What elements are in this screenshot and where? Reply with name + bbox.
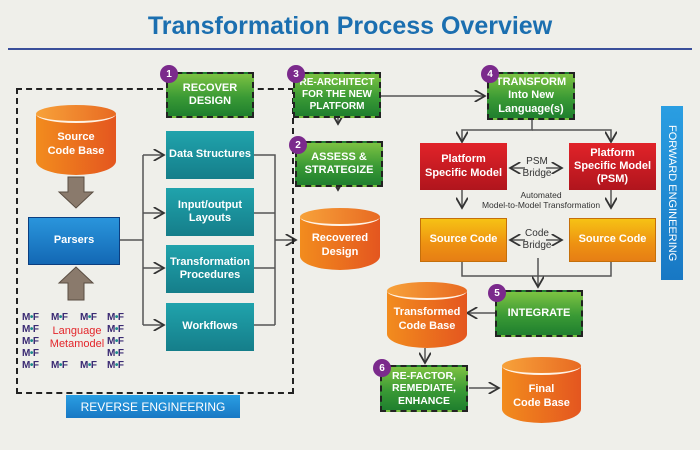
artifact-data-structures: Data Structures xyxy=(166,131,254,179)
step-refactor: RE-FACTOR, REMEDIATE, ENHANCE xyxy=(380,365,468,412)
parsers-to-artifacts xyxy=(120,155,144,325)
step-2-badge: 2 xyxy=(289,136,307,154)
step-assess-strategize: ASSESS & STRATEGIZE xyxy=(295,141,383,187)
reverse-engineering-label: REVERSE ENGINEERING xyxy=(66,395,240,418)
parsers-box: Parsers xyxy=(28,217,120,265)
artifact-input-output-layouts: Input/output Layouts xyxy=(166,188,254,236)
language-metamodel: M•F M•F M•F M•F M•F M•F M•F M•F M•F M•F … xyxy=(22,312,124,371)
forward-engineering-label: FORWARD ENGINEERING xyxy=(661,106,683,280)
psm-right: Platform Specific Model (PSM) xyxy=(569,143,656,190)
automated-transformation-note: Automated Model-to-Model Transformation xyxy=(481,190,601,211)
reverse-engineering-region xyxy=(16,88,294,394)
step-transform: TRANSFORM Into New Language(s) xyxy=(487,72,575,120)
step-5-badge: 5 xyxy=(488,284,506,302)
step-recover-design: RECOVER DESIGN xyxy=(166,72,254,118)
final-code-base: Final Code Base xyxy=(502,357,581,423)
step-3-badge: 3 xyxy=(287,65,305,83)
artifact-transformation-procedures: Transformation Procedures xyxy=(166,245,254,293)
step-6-badge: 6 xyxy=(373,359,391,377)
transformed-code-base: Transformed Code Base xyxy=(387,282,467,348)
source-code-right: Source Code xyxy=(569,218,656,262)
source-code-base: Source Code Base xyxy=(36,105,116,175)
psm-bridge-label: PSM Bridge xyxy=(522,156,552,179)
step-1-badge: 1 xyxy=(160,65,178,83)
step-integrate: INTEGRATE xyxy=(495,290,583,337)
recovered-design: Recovered Design xyxy=(300,208,380,270)
title-divider xyxy=(8,48,692,50)
artifact-workflows: Workflows xyxy=(166,303,254,351)
code-bridge-label: Code Bridge xyxy=(522,228,552,251)
step-4-badge: 4 xyxy=(481,65,499,83)
language-metamodel-label: Language Metamodel xyxy=(49,325,105,351)
page-title: Transformation Process Overview xyxy=(147,12,553,40)
psm-left: Platform Specific Model xyxy=(420,143,507,190)
source-code-left: Source Code xyxy=(420,218,507,262)
step-re-architect: RE-ARCHITECT FOR THE NEW PLATFORM xyxy=(293,72,381,118)
